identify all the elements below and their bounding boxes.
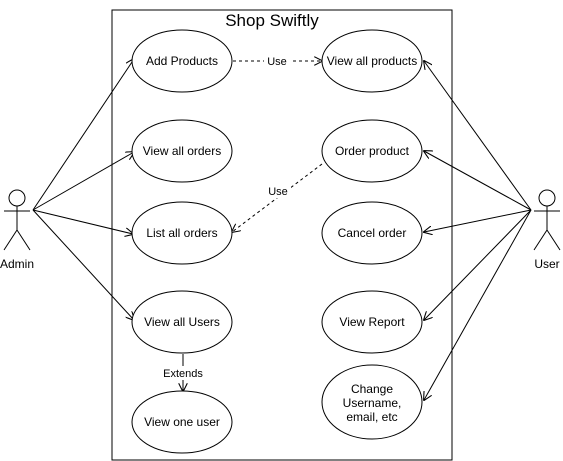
user-actor[interactable] bbox=[533, 189, 561, 251]
svg-text:Order product: Order product bbox=[335, 144, 410, 158]
use-case-change-details[interactable]: Change Username, email, etc bbox=[321, 364, 423, 440]
use-case-view-all-orders[interactable]: View all orders bbox=[131, 119, 233, 183]
assoc-admin-view-all-orders bbox=[32, 152, 134, 211]
use-case-add-products[interactable]: Add Products bbox=[131, 29, 233, 93]
system-title: Shop Swiftly bbox=[225, 11, 319, 30]
assoc-user-cancel-order bbox=[424, 209, 532, 232]
assoc-admin-view-all-users bbox=[32, 209, 134, 320]
use-case-order-product[interactable]: Order product bbox=[321, 119, 423, 183]
use-case-view-all-users[interactable]: View all Users bbox=[131, 290, 233, 354]
assoc-admin-add-products bbox=[32, 59, 134, 211]
use-case-view-one-user[interactable]: View one user bbox=[131, 390, 233, 454]
admin-label: Admin bbox=[0, 257, 34, 271]
assoc-user-view-all-products bbox=[424, 61, 532, 211]
user-associations bbox=[424, 61, 532, 400]
use-label-1: Use bbox=[267, 56, 287, 68]
svg-text:View all products: View all products bbox=[327, 54, 418, 68]
use-case-cancel-order[interactable]: Cancel order bbox=[321, 201, 423, 265]
assoc-user-order-product bbox=[424, 151, 532, 211]
assoc-user-change-details bbox=[424, 209, 532, 400]
change-details-line-2: Username, bbox=[343, 396, 402, 410]
admin-actor[interactable] bbox=[3, 189, 31, 251]
system-boundary bbox=[111, 9, 453, 461]
svg-text:View Report: View Report bbox=[339, 315, 405, 329]
use-case-list-all-orders[interactable]: List all orders bbox=[131, 201, 233, 265]
svg-text:List all orders: List all orders bbox=[146, 226, 217, 240]
svg-text:View all Users: View all Users bbox=[144, 315, 220, 329]
admin-associations bbox=[32, 59, 134, 320]
change-details-line-1: Change bbox=[351, 382, 393, 396]
use-case-view-all-products[interactable]: View all products bbox=[321, 29, 423, 93]
change-details-line-3: email, etc bbox=[346, 410, 397, 424]
use-label-2: Use bbox=[268, 186, 288, 198]
svg-text:Cancel order: Cancel order bbox=[338, 226, 407, 240]
assoc-user-view-report bbox=[424, 209, 532, 320]
user-label: User bbox=[534, 257, 559, 271]
extends-label: Extends bbox=[163, 368, 203, 380]
svg-text:View one user: View one user bbox=[144, 415, 220, 429]
assoc-admin-list-all-orders bbox=[32, 209, 133, 234]
use-case-view-report[interactable]: View Report bbox=[321, 290, 423, 354]
svg-text:Add Products: Add Products bbox=[146, 54, 218, 68]
svg-text:View all orders: View all orders bbox=[143, 144, 221, 158]
